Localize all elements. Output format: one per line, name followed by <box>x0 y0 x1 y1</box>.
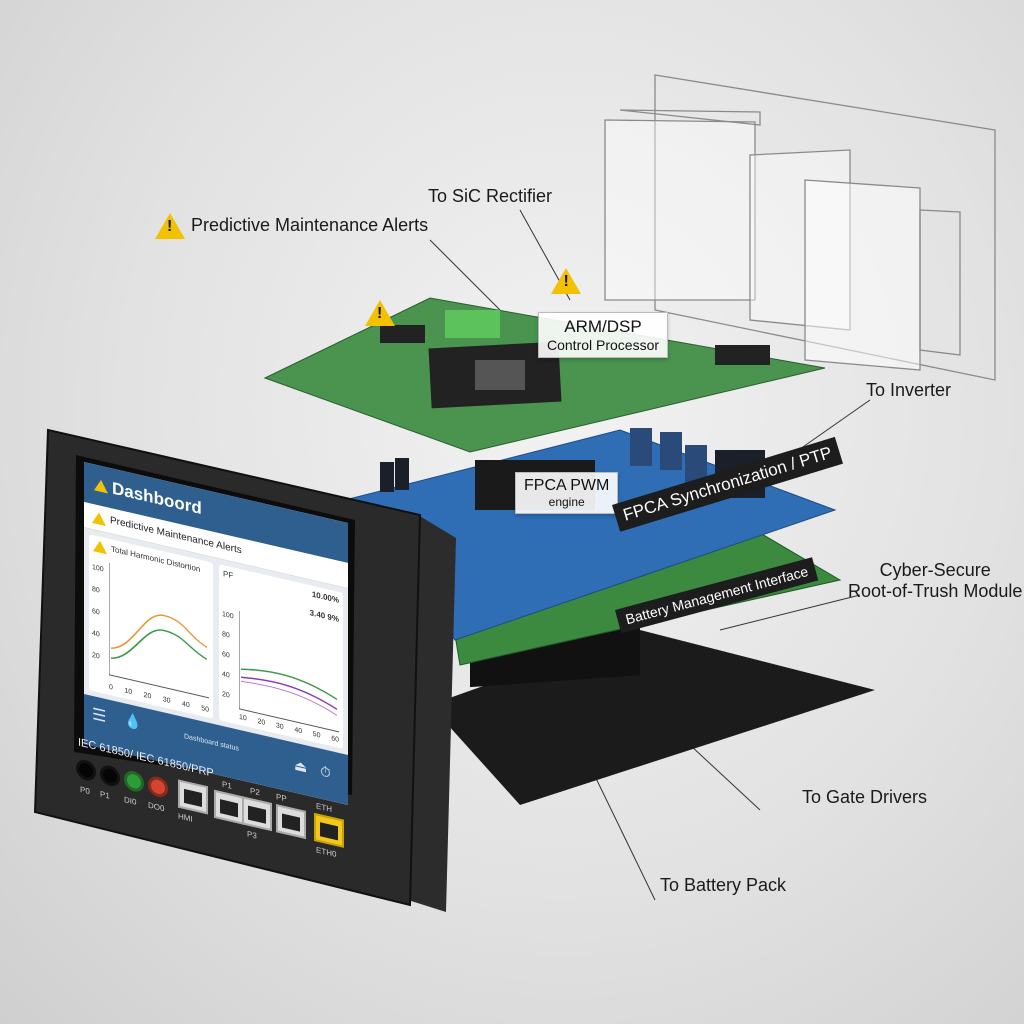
warning-icon <box>551 268 582 294</box>
ethernet-port[interactable] <box>178 779 208 815</box>
y-tick: 80 <box>222 630 230 640</box>
warning-icon <box>93 539 107 555</box>
callout-line: Control Processor <box>547 337 660 353</box>
port-label: P2 <box>250 786 260 798</box>
ethernet-port[interactable] <box>214 789 244 825</box>
x-tick: 50 <box>312 730 321 740</box>
label-to-gate-drivers: To Gate Drivers <box>802 787 928 807</box>
series-line <box>240 680 338 716</box>
label-predictive-alerts: Predictive Maintenance Alerts <box>155 213 428 239</box>
port-label: ETH0 <box>316 845 337 860</box>
series-line <box>110 614 208 650</box>
x-tick: 60 <box>331 735 339 744</box>
port-label: DI0 <box>124 795 137 807</box>
y-tick: 20 <box>92 651 100 661</box>
port-label: P1 <box>100 789 110 801</box>
ethernet-port[interactable] <box>242 796 272 832</box>
ethernet-port[interactable] <box>276 804 306 840</box>
warning-icon <box>92 510 106 526</box>
x-tick: 30 <box>162 696 171 705</box>
x-tick: 10 <box>239 713 247 723</box>
x-tick: 40 <box>294 726 303 736</box>
x-tick: 40 <box>181 700 190 710</box>
eject-icon[interactable]: ⏏ <box>294 756 308 776</box>
green-jack[interactable] <box>124 769 144 794</box>
pf-chart <box>239 610 339 733</box>
callout-line: FPCA PWM <box>524 477 610 494</box>
label-line: Cyber-Secure <box>879 560 991 580</box>
port-label: P0 <box>80 784 90 797</box>
warning-icon <box>155 213 185 239</box>
port-label: HMI <box>178 811 193 824</box>
device-side <box>408 515 456 912</box>
series-line <box>110 629 208 661</box>
label-to-sic-rectifier: To SiC Rectifier <box>428 186 553 206</box>
y-tick: 60 <box>222 650 230 660</box>
enclosure-wireframe <box>604 74 996 381</box>
x-tick: 10 <box>124 687 133 697</box>
port-label: P1 <box>222 779 232 791</box>
drop-icon[interactable]: 💧 <box>124 711 142 732</box>
x-tick: 30 <box>275 722 284 732</box>
x-tick: 20 <box>257 718 266 727</box>
label-line: Root-of-Trush Module <box>848 581 1023 601</box>
port-label: ETH <box>316 801 332 815</box>
y-tick: 20 <box>222 690 230 700</box>
pf-value: 10.00% <box>311 589 339 605</box>
label-to-battery-pack: To Battery Pack <box>660 875 787 895</box>
card-title: PF <box>223 569 234 581</box>
series-line <box>240 668 338 701</box>
footer-text: Dashboard status <box>184 733 239 753</box>
y-tick: 100 <box>222 610 234 621</box>
audio-jack[interactable] <box>76 757 96 783</box>
red-jack[interactable] <box>148 774 168 800</box>
menu-icon[interactable]: ☰ <box>92 705 107 727</box>
x-tick: 0 <box>109 683 113 692</box>
port-label: P3 <box>247 829 257 841</box>
y-tick: 40 <box>222 670 230 680</box>
series-line <box>240 676 338 711</box>
terminal-block <box>445 310 500 338</box>
callout-line: ARM/DSP <box>564 317 642 336</box>
port-label: PP <box>276 792 287 804</box>
audio-jack[interactable] <box>100 763 120 789</box>
port-label: DO0 <box>148 800 165 814</box>
y-tick: 80 <box>92 585 100 595</box>
warning-icon <box>365 300 395 326</box>
ethernet-port-yellow[interactable] <box>314 812 344 848</box>
y-tick: 60 <box>92 607 100 617</box>
callout-line: engine <box>548 495 585 509</box>
thd-chart <box>109 562 209 699</box>
warning-icon <box>94 478 108 494</box>
timer-icon[interactable]: ⏱ <box>320 762 331 782</box>
hmi-screen[interactable]: Dashboord Predictive Maintenance Alerts … <box>84 462 348 805</box>
y-tick: 40 <box>92 629 100 639</box>
label-text: Predictive Maintenance Alerts <box>191 214 429 235</box>
label-to-inverter: To Inverter <box>866 380 952 400</box>
y-tick: 100 <box>92 563 104 574</box>
x-tick: 50 <box>201 705 209 714</box>
x-tick: 20 <box>143 691 152 701</box>
